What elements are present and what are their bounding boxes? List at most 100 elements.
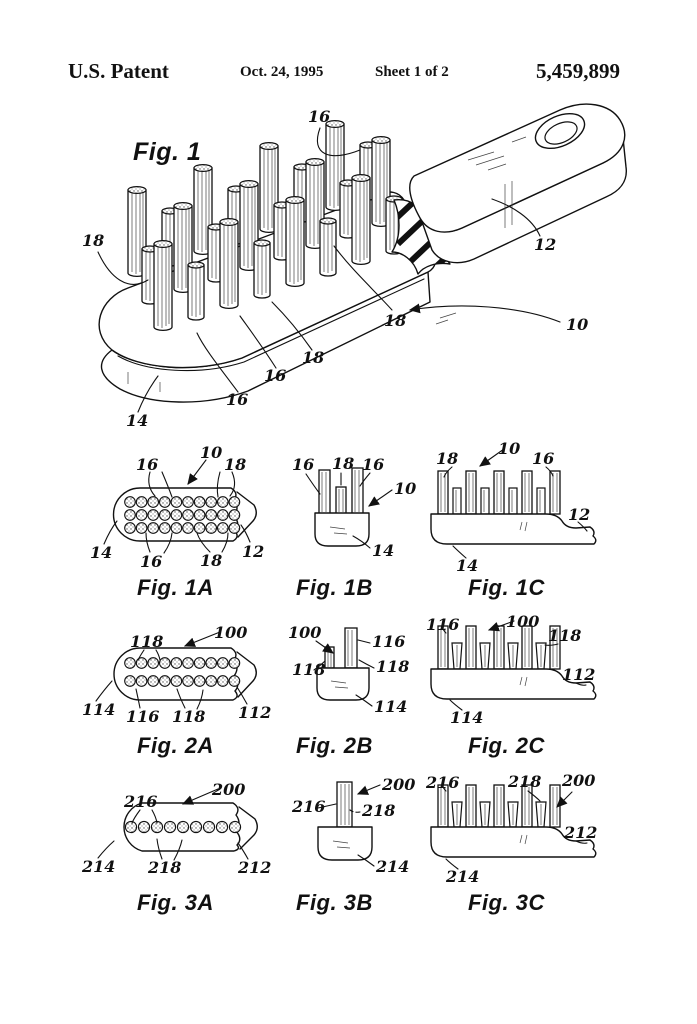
leader-1a-14 (103, 520, 118, 545)
leader-1a-18-bottom (196, 532, 229, 553)
ref-1a-18b: 18 (200, 551, 222, 570)
figure-2b: 100 116 118 118 114 Fig. 2B (288, 623, 409, 758)
leader-2b-118l (313, 660, 326, 671)
leader-2a-100-arrow (183, 631, 221, 647)
figure-1b-caption: Fig. 1B (296, 575, 373, 600)
figure-1c: 18 10 16 12 14 Fig. 1C (430, 439, 597, 600)
leader-2b-116 (357, 639, 371, 644)
ref-1c-14: 14 (456, 556, 478, 575)
leader-1c-16 (545, 466, 554, 477)
leader-14 (137, 375, 159, 413)
leader-2a-112 (236, 686, 248, 705)
ref-3c-212: 212 (563, 823, 597, 842)
figure-2c-caption: Fig. 2C (468, 733, 545, 758)
leader-2c-114 (449, 699, 463, 711)
leader-16-top (316, 127, 361, 157)
leader-3a-200-arrow (181, 788, 219, 805)
bristles-side-view-2c (437, 625, 561, 670)
head-side-profile-1c (430, 513, 597, 545)
figure-1c-caption: Fig. 1C (468, 575, 545, 600)
ref-3b-200: 200 (381, 775, 415, 794)
figure-3a-caption: Fig. 3A (137, 890, 214, 915)
leader-1c-10-arrow (479, 448, 505, 467)
ref-3c-200: 200 (561, 771, 595, 790)
ref-1b-16l: 16 (292, 455, 314, 474)
leader-1a-18-top (216, 471, 236, 498)
ref-2b-118l: 118 (292, 660, 325, 679)
figure-3a: 216 200 214 218 212 Fig. 3A (81, 780, 271, 915)
leader-3b-216 (317, 803, 337, 809)
leader-3a-216 (131, 809, 158, 824)
leader-2b-114 (355, 694, 373, 707)
ref-3c-216: 216 (425, 773, 459, 792)
figure-1a-caption: Fig. 1A (137, 575, 214, 600)
neck-stub-3a (238, 806, 258, 850)
ref-2a-114: 114 (82, 700, 115, 719)
ref-2b-114: 114 (374, 697, 407, 716)
leader-3c-218 (527, 790, 541, 802)
leader-2a-114 (95, 680, 113, 702)
ref-18-right: 18 (384, 311, 406, 330)
ref-1a-18: 18 (224, 455, 246, 474)
head-outline-top-view-2a (113, 647, 239, 701)
figure-3c-caption: Fig. 3C (468, 890, 545, 915)
leader-1b-16r (359, 472, 371, 487)
bristles-end-view-2b (324, 627, 358, 669)
leader-12 (491, 198, 541, 237)
leader-3b-214 (357, 854, 375, 867)
ref-1b-18: 18 (332, 454, 354, 473)
leader-1a-10-arrow (187, 459, 207, 485)
leader-3a-214 (97, 840, 115, 859)
ref-18-under: 18 (302, 348, 324, 367)
patent-title: U.S. Patent (68, 59, 169, 83)
leader-2a-118-top (137, 649, 161, 661)
ref-2c-100: 100 (506, 612, 539, 631)
bristle-end-view-3b (336, 781, 353, 828)
ref-3c-218: 218 (507, 772, 541, 791)
ref-3a-216: 216 (123, 792, 157, 811)
leader-3c-216 (442, 785, 447, 792)
ref-12: 12 (534, 235, 556, 254)
figure-3c: 216 218 200 212 214 Fig. 3C (425, 771, 597, 915)
leader-18-left (97, 251, 149, 285)
leader-3b-218-dashed (349, 809, 361, 813)
head-end-view-2b (316, 667, 370, 701)
ref-3a-214: 214 (81, 857, 115, 876)
leader-3a-218 (156, 838, 183, 861)
neck-stub-1a (236, 491, 257, 538)
leader-1a-12 (240, 524, 251, 543)
ref-3c-214: 214 (445, 867, 479, 886)
ref-1c-18: 18 (436, 449, 458, 468)
ref-1a-16b: 16 (140, 552, 162, 571)
ref-16-under-b: 16 (264, 366, 286, 385)
figure-2c: 116 100 118 112 114 Fig. 2C (426, 612, 597, 758)
leader-3c-212 (575, 840, 588, 844)
leader-18-under (271, 301, 313, 351)
figure-3b-caption: Fig. 3B (296, 890, 373, 915)
ref-1a-14: 14 (90, 543, 112, 562)
ref-2a-118b: 118 (172, 707, 205, 726)
ref-2b-116: 116 (372, 632, 405, 651)
leader-2b-118r (358, 659, 375, 669)
leader-2a-118-bottom (176, 688, 204, 710)
figure-1-caption: Fig. 1 (133, 138, 201, 166)
ref-2c-114: 114 (450, 708, 483, 727)
figure-2a-caption: Fig. 2A (137, 733, 214, 758)
leader-3b-200-arrow (356, 784, 381, 795)
leader-2c-118 (544, 643, 559, 646)
head-end-view-3b (317, 826, 373, 861)
ref-3b-216: 216 (291, 797, 325, 816)
figure-1: Fig. 1 16 (82, 103, 627, 430)
leader-1a-16-bottom (145, 532, 173, 554)
leader-3c-214 (445, 858, 459, 870)
sheet-number: Sheet 1 of 2 (375, 64, 449, 80)
ref-1c-12: 12 (568, 505, 590, 524)
ref-3b-218: 218 (361, 801, 395, 820)
neck-stub-2a (236, 651, 257, 698)
figure-2a: 118 100 114 116 118 112 Fig. 2A (82, 623, 271, 758)
leader-1b-10-arrow (368, 489, 393, 507)
leader-1a-16-top (148, 471, 173, 498)
ref-3a-200: 200 (211, 780, 245, 799)
ref-2c-112: 112 (562, 665, 595, 684)
